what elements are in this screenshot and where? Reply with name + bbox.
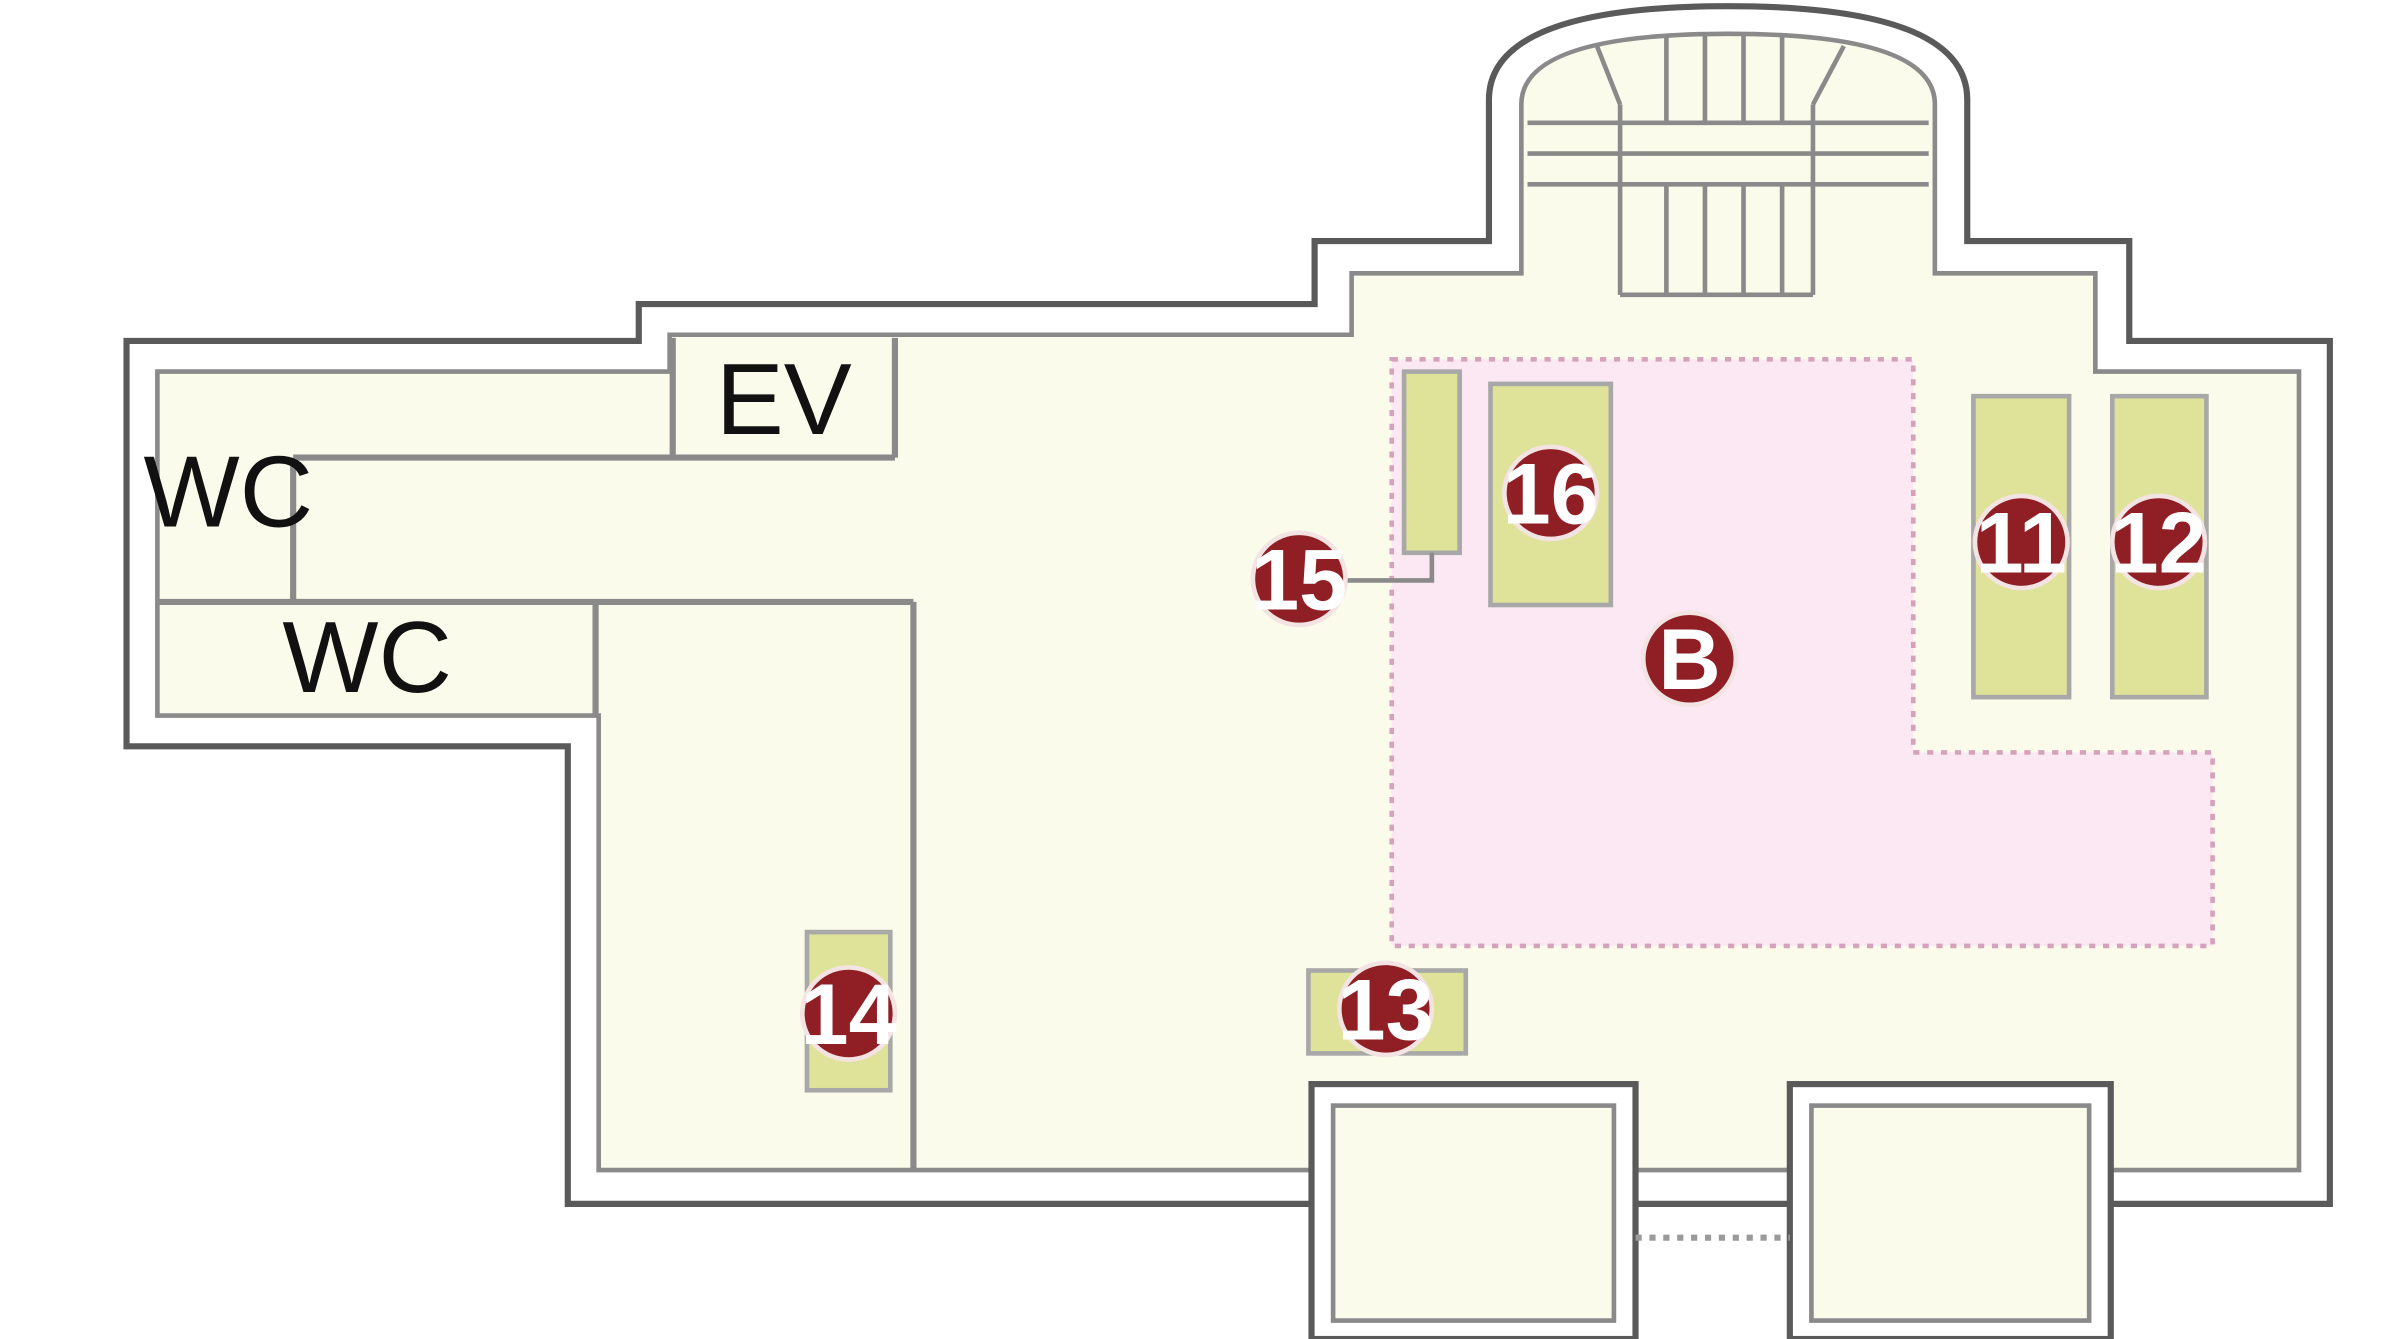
marker-12-label: 12: [2111, 496, 2207, 592]
marker-14[interactable]: 14: [800, 965, 898, 1063]
leader-line-15: [1342, 552, 1435, 583]
ev-label: EV: [716, 342, 852, 456]
marker-15[interactable]: 15: [1250, 530, 1348, 629]
marker-15-label: 15: [1251, 533, 1347, 629]
wc-partition: [157, 454, 914, 716]
marker-13-label: 13: [1338, 963, 1434, 1059]
marker-16-label: 16: [1503, 447, 1599, 543]
entrance-right: [1786, 1081, 2114, 1339]
marker-b[interactable]: B: [1640, 610, 1739, 708]
marker-11-label: 11: [1976, 496, 2067, 592]
marker-14-label: 14: [801, 967, 897, 1063]
marker-16[interactable]: 16: [1502, 444, 1600, 543]
entrance-left: [1308, 1081, 1639, 1339]
marker-12[interactable]: 12: [2109, 493, 2208, 592]
marker-b-label: B: [1658, 612, 1720, 708]
marker-13[interactable]: 13: [1336, 960, 1435, 1059]
wc-upper-label: WC: [144, 435, 314, 549]
staircase: [1527, 33, 1929, 298]
ev-partition: [669, 337, 898, 458]
wc-lower-label: WC: [282, 600, 452, 714]
marker-11[interactable]: 11: [1972, 493, 2070, 592]
booth-15[interactable]: [1401, 369, 1462, 556]
